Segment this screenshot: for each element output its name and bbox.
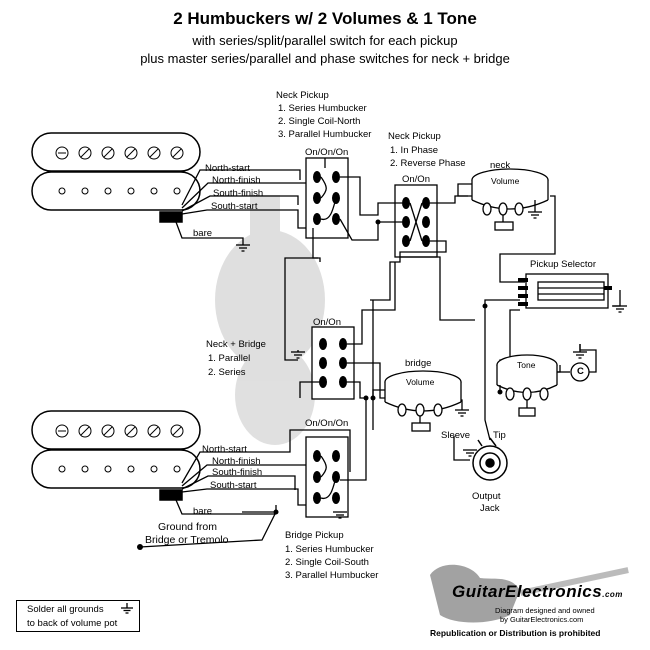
neck-wire-north-start: North-start	[205, 163, 250, 174]
neck-pickup-leads	[175, 169, 310, 245]
credits-line-1: Diagram designed and owned	[495, 606, 595, 615]
pickup-selector-switch	[518, 273, 612, 309]
bridge-pot-label: bridge	[405, 358, 432, 369]
neck-switch-option-1: 1. Series Humbucker	[278, 103, 367, 114]
capacitor-label: C	[577, 366, 584, 377]
credits-line-3: Republication or Distribution is prohibi…	[430, 628, 601, 638]
neck-switch-option-2: 2. Single Coil-North	[278, 116, 361, 127]
subtitle-line-2: plus master series/parallel and phase sw…	[140, 51, 510, 66]
bridge-wire-north-start: North-start	[202, 444, 247, 455]
tone-capacitor	[557, 344, 597, 382]
bridge-switch-heading: Bridge Pickup	[285, 530, 344, 541]
bridge-switch-type: On/On/On	[305, 418, 349, 429]
bridge-pole-slots	[58, 426, 182, 436]
solder-note-line-2: to back of volume pot	[27, 618, 118, 629]
jack-label-jack: Jack	[480, 503, 500, 514]
series-parallel-option-1: 1. Parallel	[208, 353, 251, 364]
ground-note-line-1: Ground from	[158, 521, 217, 533]
jack-tip-label: Tip	[493, 430, 506, 441]
series-parallel-switch-type: On/On	[313, 317, 341, 328]
phase-switch-option-1: 1. In Phase	[390, 145, 439, 156]
logo-suffix: .com	[602, 590, 623, 599]
neck-pot-volume-text: Volume	[491, 176, 520, 186]
guitarelectronics-logo-text: GuitarElectronics.com	[452, 582, 623, 602]
neck-switch-heading: Neck Pickup	[276, 90, 329, 101]
neck-pot-label: neck	[490, 160, 511, 171]
solder-note-line-1: Solder all grounds	[27, 604, 104, 615]
neck-pole-slots	[58, 148, 182, 158]
page-title: 2 Humbuckers w/ 2 Volumes & 1 Tone	[173, 9, 477, 28]
subtitle-line-1: with series/split/parallel switch for ea…	[192, 33, 458, 48]
tone-pot-text: Tone	[517, 360, 536, 370]
tone-pot	[496, 354, 558, 417]
interconnect-wires	[139, 176, 621, 548]
bridge-switch-option-1: 1. Series Humbucker	[285, 544, 374, 555]
series-parallel-option-2: 2. Series	[208, 367, 246, 378]
ground-note-line-2: Bridge or Tremolo	[145, 534, 229, 546]
watermark-guitar	[215, 195, 325, 445]
pickup-selector-label: Pickup Selector	[530, 259, 597, 270]
jack-label-output: Output	[472, 491, 501, 502]
phase-switch-heading: Neck Pickup	[388, 131, 441, 142]
output-jack	[472, 437, 508, 481]
ground-symbols	[121, 200, 627, 614]
logo-name: GuitarElectronics	[452, 582, 603, 601]
bridge-coil-switch	[305, 436, 349, 518]
bridge-volume-pot	[384, 370, 462, 432]
neck-switch-option-3: 3. Parallel Humbucker	[278, 129, 372, 140]
bridge-pickup-leads	[175, 429, 351, 515]
neck-coil-switch	[305, 157, 349, 239]
phase-switch-option-2: 2. Reverse Phase	[390, 158, 466, 169]
neck-humbucker	[31, 132, 201, 223]
jack-sleeve-label: Sleeve	[441, 430, 471, 441]
bridge-wire-north-finish: North-finish	[212, 456, 261, 467]
bridge-switch-option-3: 3. Parallel Humbucker	[285, 570, 379, 581]
neck-wire-south-start: South-start	[211, 201, 258, 212]
phase-switch	[394, 184, 438, 258]
neck-wire-south-finish: South-finish	[213, 188, 264, 199]
guitarelectronics-logo-mark	[430, 564, 629, 623]
bridge-wire-bare: bare	[193, 506, 213, 517]
neck-wire-north-finish: North-finish	[212, 175, 261, 186]
neck-volume-pot	[471, 168, 549, 231]
neck-switch-type: On/On/On	[305, 147, 349, 158]
series-parallel-heading: Neck + Bridge	[206, 339, 266, 350]
neck-wire-bare: bare	[193, 228, 213, 239]
bridge-wire-south-start: South-start	[210, 480, 257, 491]
bridge-humbucker	[31, 410, 201, 501]
credits-line-2: by GuitarElectronics.com	[500, 615, 584, 624]
phase-switch-type: On/On	[402, 174, 430, 185]
bridge-switch-option-2: 2. Single Coil-South	[285, 557, 369, 568]
bridge-pot-volume-text: Volume	[406, 377, 435, 387]
solder-note-box: Solder all grounds to back of volume pot	[16, 600, 140, 632]
bridge-wire-south-finish: South-finish	[212, 467, 263, 478]
